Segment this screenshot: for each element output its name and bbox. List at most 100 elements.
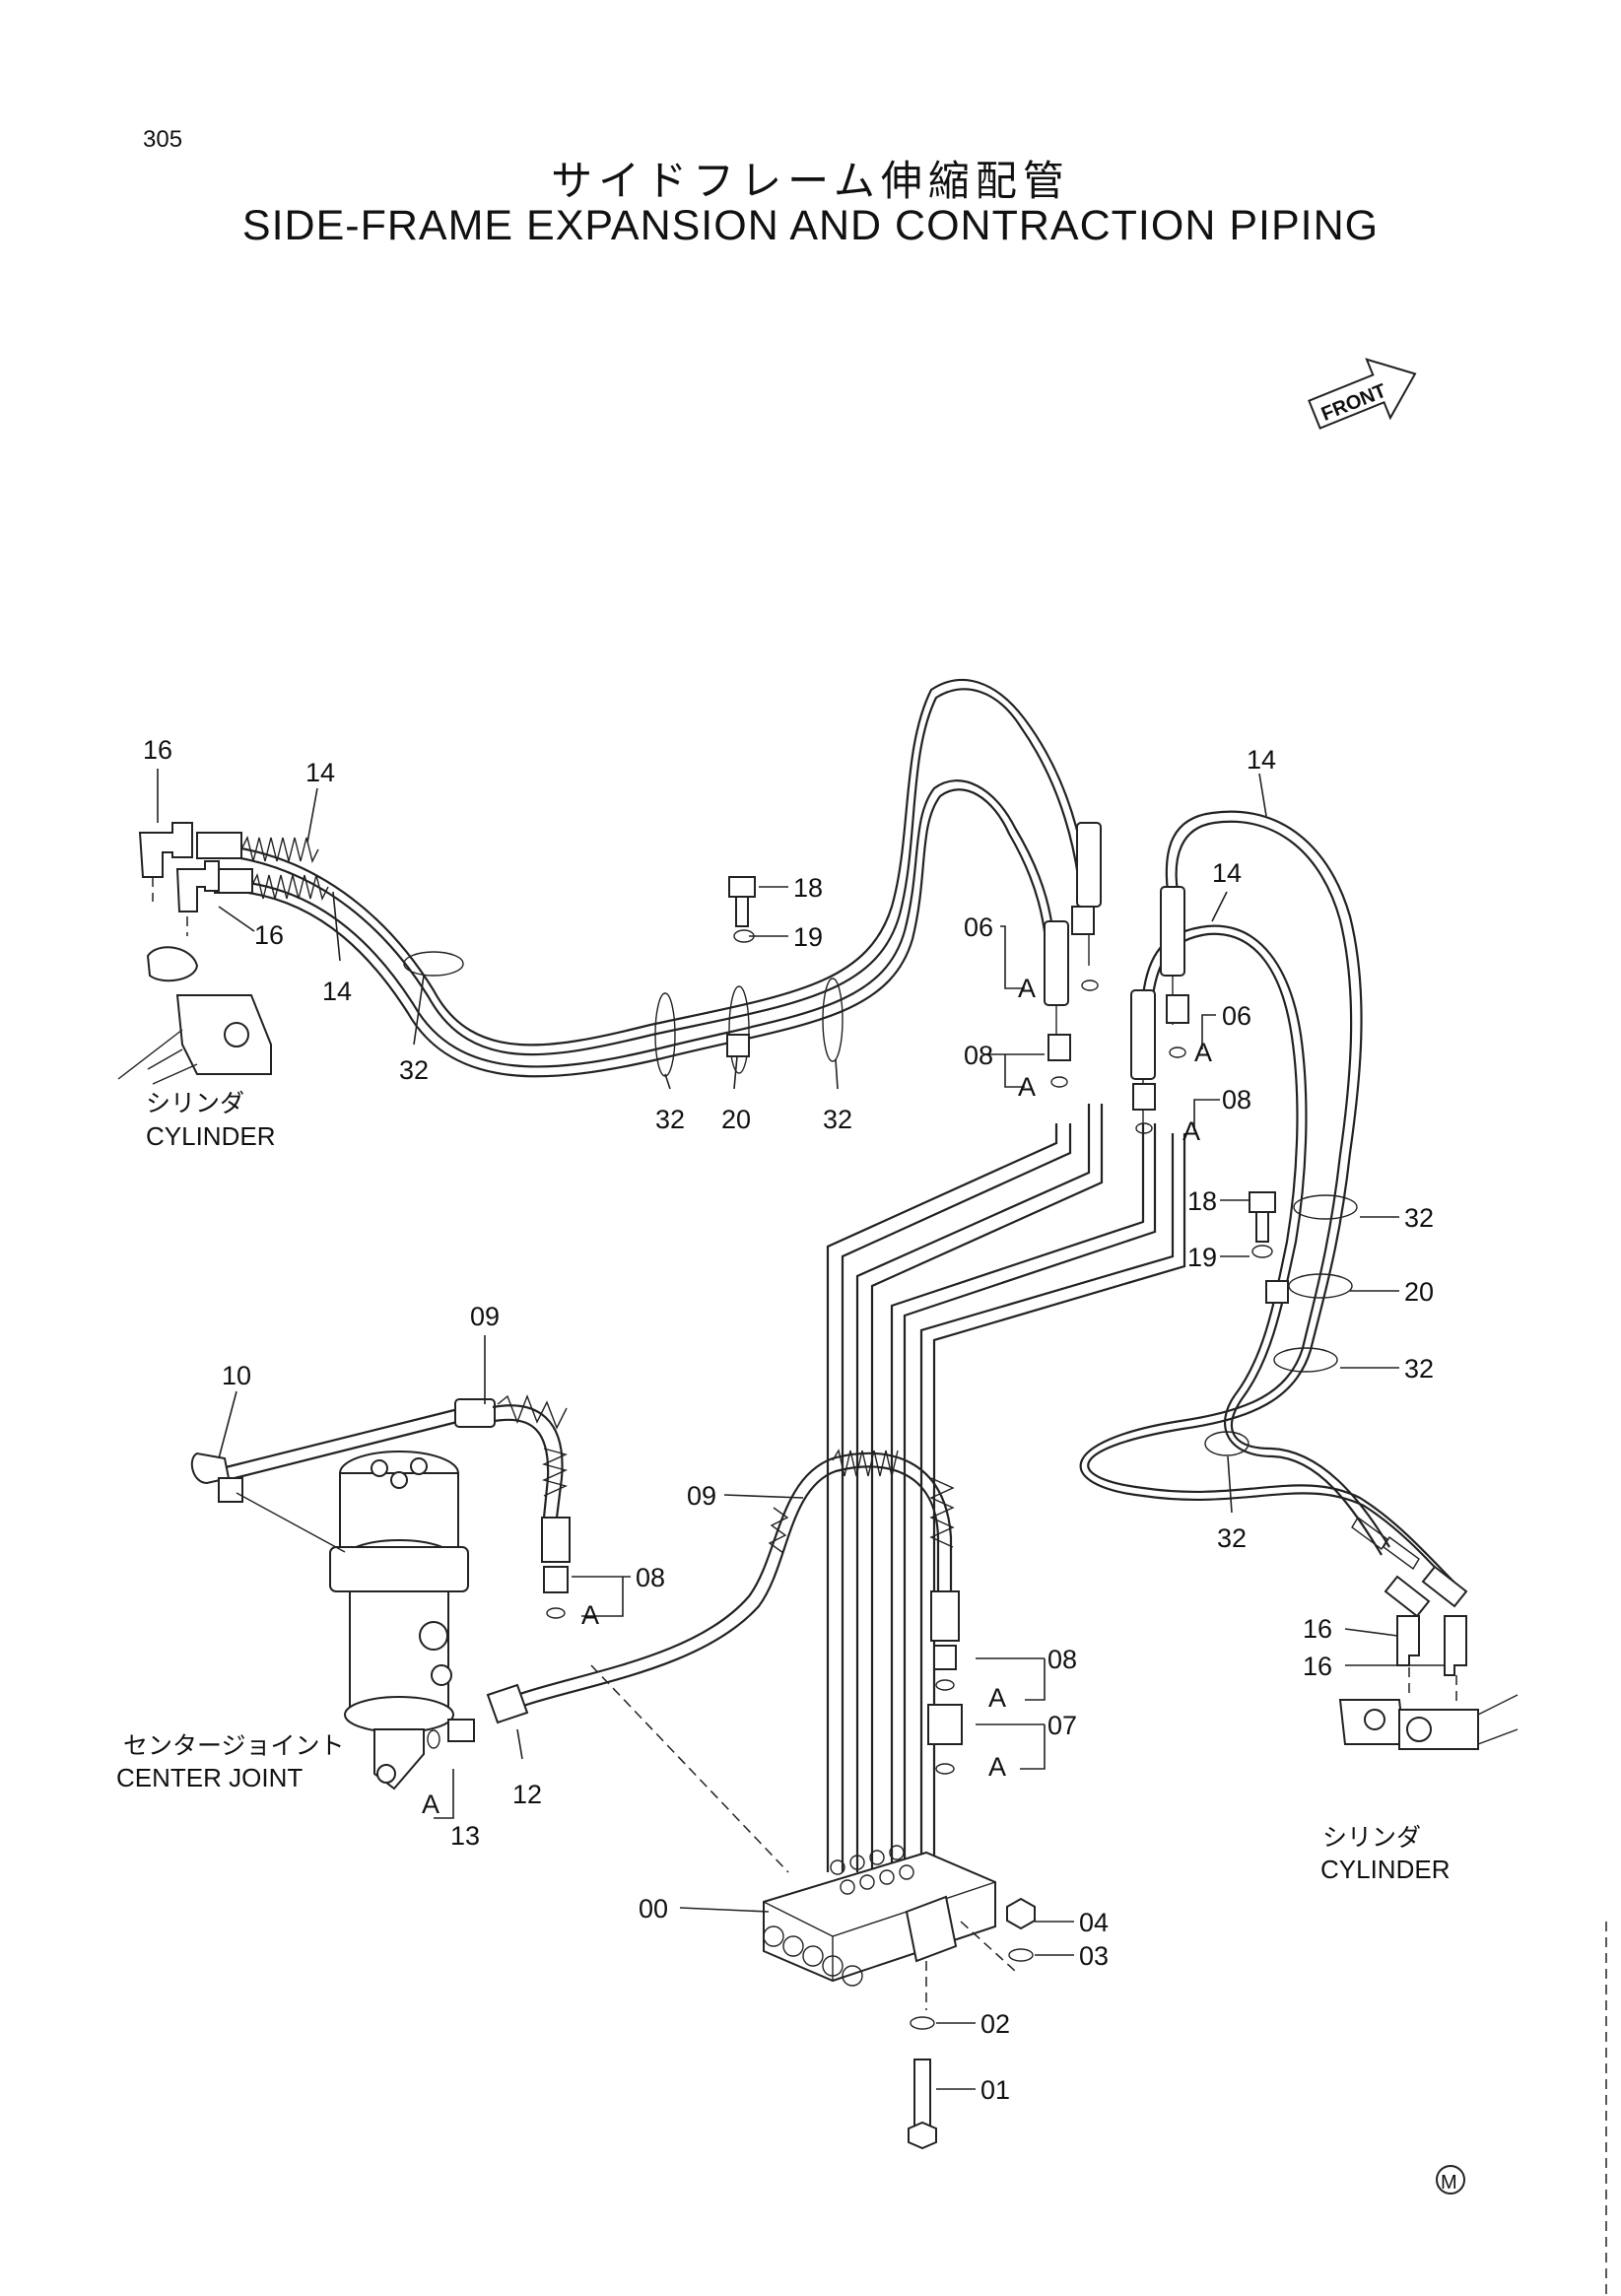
elbow-fitting — [1444, 1615, 1467, 1676]
adapter-fitting — [447, 1719, 475, 1742]
callout-19: 19 — [793, 922, 823, 952]
bolt — [913, 2059, 931, 2129]
hose-fitting — [1384, 1575, 1431, 1618]
callout-03: 03 — [1079, 1941, 1109, 1971]
set-mark-a: A — [988, 1752, 1006, 1782]
adapter-fitting-06 — [1166, 994, 1189, 1024]
adapter-fitting — [543, 1566, 569, 1593]
title-japanese: サイドフレーム伸縮配管 — [551, 157, 1070, 205]
callout-07: 07 — [1047, 1711, 1077, 1740]
footer-mark: M — [1436, 2165, 1465, 2195]
set-mark-a: A — [1018, 1072, 1036, 1102]
front-arrow-icon: FRONT — [1308, 358, 1417, 430]
callout-08: 08 — [636, 1563, 665, 1592]
hose-fitting — [1160, 886, 1185, 977]
leader-lines — [157, 769, 1445, 2090]
callout-14: 14 — [305, 758, 335, 787]
callout-labels: 16 14 16 14 32 18 19 32 20 32 06 08 14 1… — [143, 735, 1434, 2105]
hose-clamp — [1293, 1194, 1358, 1220]
set-mark-a: A — [422, 1790, 439, 1819]
adapter-fitting-08 — [1132, 1083, 1156, 1111]
callout-18: 18 — [1187, 1186, 1217, 1216]
callout-08: 08 — [964, 1041, 993, 1070]
hose-clamp — [822, 978, 844, 1062]
callout-32: 32 — [1217, 1523, 1247, 1553]
callout-19: 19 — [1187, 1243, 1217, 1272]
cylinder-left-caption: CYLINDER — [146, 1121, 275, 1151]
hose-fitting — [218, 1477, 243, 1503]
washer — [1251, 1245, 1273, 1258]
hose-fitting — [1421, 1565, 1468, 1608]
callout-08: 08 — [1222, 1085, 1251, 1114]
nut — [1006, 1897, 1036, 1930]
callout-32: 32 — [1404, 1203, 1434, 1233]
callout-32: 32 — [399, 1055, 429, 1085]
callout-14: 14 — [1212, 858, 1242, 888]
hose-fitting — [930, 1590, 960, 1642]
center-joint-caption-jp: センタージョイント — [123, 1731, 345, 1760]
callout-32: 32 — [655, 1105, 685, 1134]
left-hose-bundle — [138, 678, 1102, 1078]
callout-04: 04 — [1079, 1908, 1109, 1937]
adapter-fitting-08 — [1047, 1034, 1071, 1061]
elbow-fitting — [175, 860, 220, 912]
callout-14: 14 — [1247, 745, 1276, 775]
bolt — [728, 876, 756, 898]
hose-fitting — [541, 1517, 571, 1563]
washer — [910, 2016, 935, 2030]
callout-02: 02 — [980, 2009, 1010, 2039]
cylinder-right-caption-jp: シリンダ — [1322, 1823, 1421, 1852]
hose-fitting — [214, 868, 253, 894]
footer-mark-letter: M — [1441, 2172, 1457, 2194]
cylinder-left-caption-jp: シリンダ — [146, 1089, 244, 1117]
hose-fitting — [1076, 822, 1102, 908]
callout-08: 08 — [1047, 1645, 1077, 1674]
callout-00: 00 — [639, 1894, 668, 1924]
callout-16: 16 — [143, 735, 172, 765]
callout-16: 16 — [1303, 1614, 1332, 1644]
elbow-fitting — [138, 822, 193, 878]
hose-fitting — [1044, 920, 1069, 1006]
hose-fitting — [486, 1683, 529, 1724]
callout-16: 16 — [1303, 1652, 1332, 1681]
washer — [1008, 1948, 1034, 1962]
hose-clamp — [1273, 1347, 1338, 1373]
callout-32: 32 — [823, 1105, 852, 1134]
adapter-fitting — [933, 1645, 957, 1670]
callout-01: 01 — [980, 2075, 1010, 2105]
left-cylinder — [117, 877, 272, 1085]
hose-09-left — [190, 1394, 571, 1619]
callout-10: 10 — [222, 1361, 251, 1390]
callout-13: 13 — [450, 1821, 480, 1851]
bolt — [1249, 1191, 1276, 1213]
upper-fittings — [728, 876, 1276, 1258]
callout-16: 16 — [254, 920, 284, 950]
control-valve — [590, 1664, 1016, 2010]
callout-06: 06 — [964, 912, 993, 942]
elbow-fitting — [1396, 1615, 1420, 1666]
set-mark-a: A — [1182, 1116, 1200, 1146]
union-fitting — [927, 1704, 963, 1745]
center-joint — [329, 1451, 469, 1790]
hose-clamp — [1204, 1431, 1250, 1456]
clamp-bracket — [1265, 1280, 1289, 1304]
hose-fitting — [196, 832, 242, 859]
center-joint-caption: CENTER JOINT — [116, 1763, 303, 1792]
hose-clamp — [728, 985, 750, 1074]
adapter-fitting-06 — [1071, 906, 1095, 935]
callout-20: 20 — [721, 1105, 751, 1134]
clamp-bracket — [726, 1034, 750, 1057]
callout-09: 09 — [470, 1302, 500, 1331]
callout-18: 18 — [793, 873, 823, 903]
right-cylinder — [1338, 1667, 1519, 1750]
set-marks: A A A A A A A A — [422, 974, 1212, 1819]
callout-06: 06 — [1222, 1001, 1251, 1031]
hose-clamp — [403, 951, 464, 977]
hose-09-center — [427, 1449, 963, 1775]
component-captions: シリンダ CYLINDER センタージョイント CENTER JOINT シリン… — [116, 1089, 1450, 1884]
hose-clamp — [654, 992, 676, 1077]
callout-14: 14 — [322, 977, 352, 1006]
set-mark-a: A — [1018, 974, 1036, 1003]
cylinder-right-caption: CYLINDER — [1320, 1855, 1450, 1884]
